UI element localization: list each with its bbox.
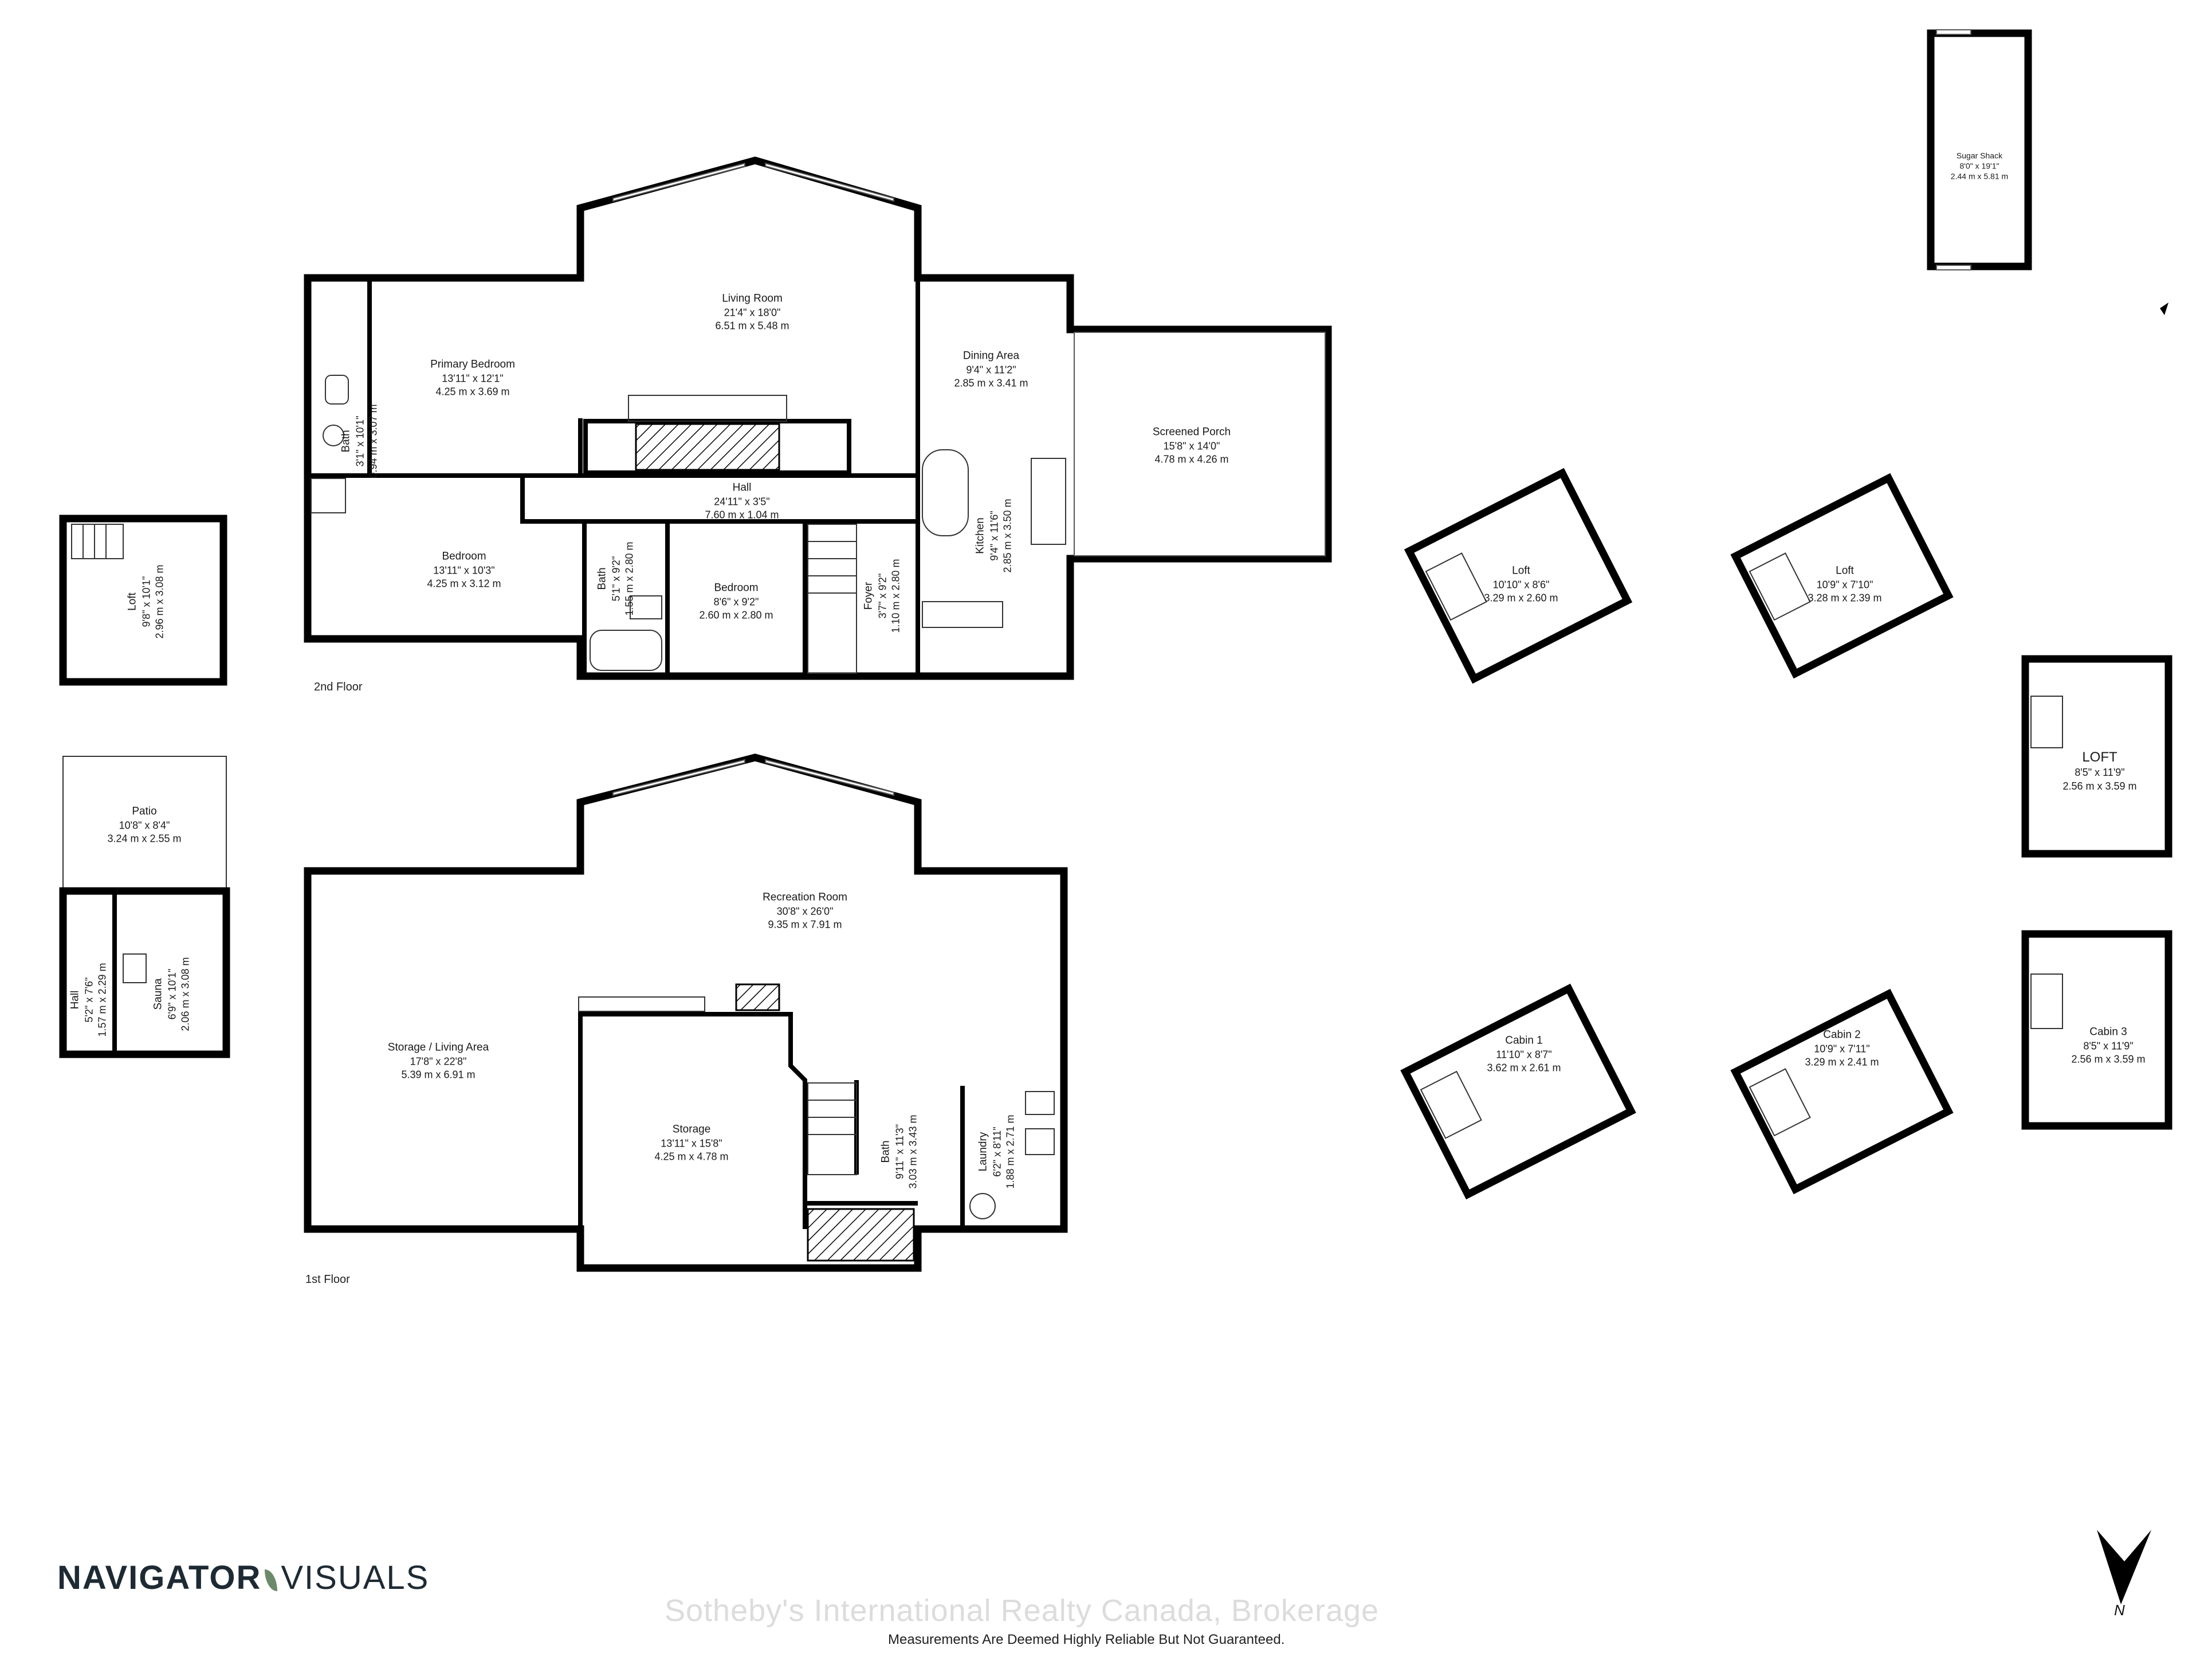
arrow-marker-icon [2160,303,2168,315]
loft-a-outline [1404,468,1633,684]
second-floor-plan [304,156,1332,680]
cabin-1-outline [1400,983,1636,1200]
loft-b-outline [1730,473,1954,679]
north-arrow-icon [2097,1530,2151,1604]
cabin-3-outline [2021,930,2172,1130]
logo-right-text: VISUALS [281,1559,430,1596]
floor-label-second: 2nd Floor [314,681,363,693]
leaf-icon [265,1569,278,1591]
loft-left-outline [59,515,227,686]
logo-left-text: NAVIGATOR [57,1559,262,1596]
cabin-2-outline [1730,988,1954,1195]
watermark-text: Sotheby's International Realty Canada, B… [665,1593,1380,1628]
loft-c-outline [2021,655,2172,858]
floor-label-first: 1st Floor [305,1273,350,1286]
north-label: N [2114,1602,2125,1619]
staircase-icon [807,524,857,674]
sugar-shack-outline [1927,29,2032,270]
first-floor-plan [304,753,1068,1272]
navigator-visuals-logo: NAVIGATOR VISUALS [57,1559,429,1597]
staircase-icon [71,524,124,559]
staircase-icon [807,1082,857,1175]
disclaimer-text: Measurements Are Deemed Highly Reliable … [888,1632,1285,1647]
